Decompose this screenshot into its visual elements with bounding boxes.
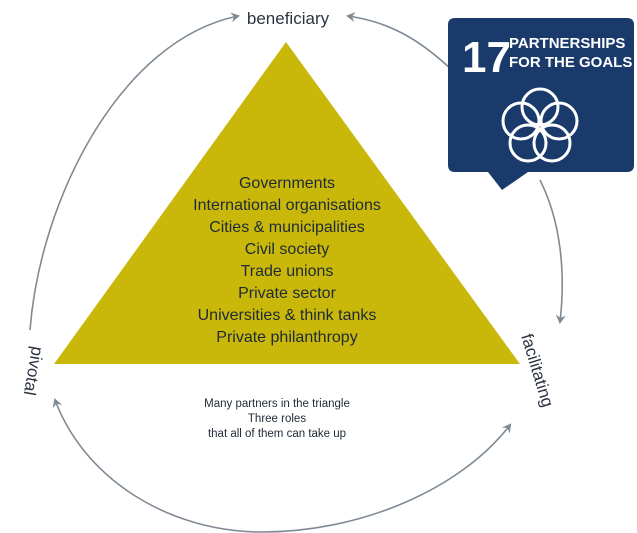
five-interlocking-rings-icon bbox=[501, 87, 579, 163]
note-line-2: Three roles bbox=[248, 413, 306, 425]
note-line-1: Many partners in the triangle bbox=[204, 398, 350, 410]
actor-cities-municipalities: Cities & municipalities bbox=[209, 219, 365, 236]
arc-top-left-arrow bbox=[29, 12, 240, 331]
arc-bottom-right-arrow bbox=[261, 423, 512, 533]
actor-universities-think-tanks: Universities & think tanks bbox=[198, 307, 377, 324]
partners-triangle bbox=[54, 42, 520, 364]
actor-trade-unions: Trade unions bbox=[241, 263, 334, 280]
actor-civil-society: Civil society bbox=[245, 241, 329, 258]
arc-bottom-left-arrow bbox=[52, 398, 263, 533]
role-beneficiary: beneficiary bbox=[247, 9, 330, 28]
actor-private-sector: Private sector bbox=[238, 285, 336, 302]
actor-international-organisations: International organisations bbox=[193, 197, 381, 214]
sdg-title-line-1: PARTNERSHIPS bbox=[509, 35, 625, 52]
arc-right-arrow bbox=[539, 179, 566, 324]
note-line-3: that all of them can take up bbox=[208, 428, 346, 440]
sdg-badge-speech-bubble bbox=[448, 18, 634, 190]
role-pivotal: pivotal bbox=[20, 345, 47, 397]
sdg-number: 17 bbox=[462, 33, 511, 82]
sdg-title-line-2: FOR THE GOALS bbox=[509, 54, 632, 71]
actor-governments: Governments bbox=[239, 175, 335, 192]
arc-top-right-arrow bbox=[346, 12, 453, 71]
sdg17-badge: 17 PARTNERSHIPS FOR THE GOALS bbox=[448, 18, 634, 190]
role-facilitating: facilitating bbox=[517, 331, 557, 409]
actor-private-philanthropy: Private philanthropy bbox=[216, 329, 357, 346]
